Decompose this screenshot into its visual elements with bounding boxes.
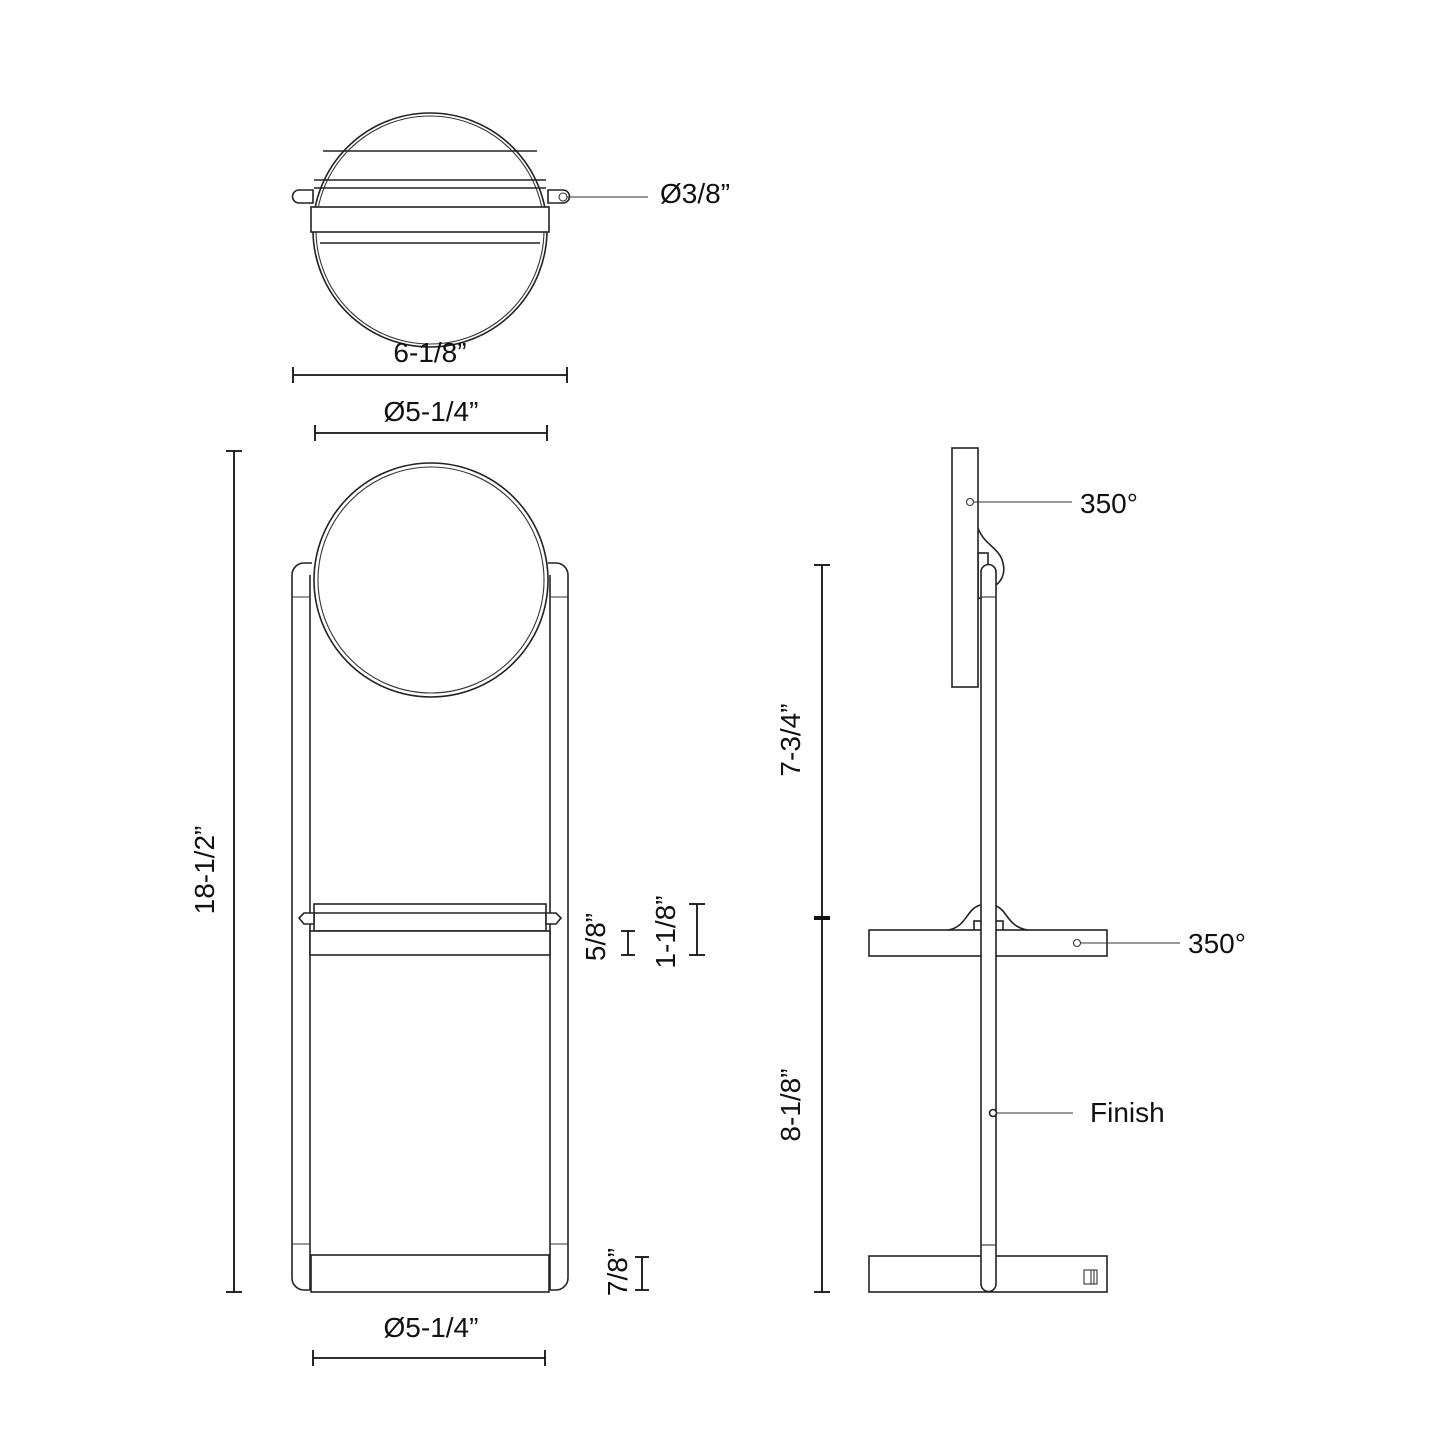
top-tray — [310, 206, 550, 233]
knob-diameter-label: Ø3/8” — [660, 178, 730, 209]
side-mirror — [951, 447, 979, 688]
tray-rotation-label: 350° — [1188, 928, 1246, 959]
front-tray — [313, 903, 547, 932]
base-height-label: 7/8” — [602, 1248, 633, 1296]
right-upright — [548, 562, 569, 1291]
side-height-dimension — [814, 564, 830, 1293]
front-mirror — [313, 462, 549, 698]
finish-pointer — [988, 1108, 998, 1118]
side-pole — [980, 563, 997, 1293]
finish-label: Finish — [1090, 1097, 1165, 1128]
tray-height-dimension — [689, 903, 705, 956]
front-base — [310, 1254, 550, 1293]
base-diameter-label: Ø5-1/4” — [384, 1312, 479, 1343]
overall-height-dimension — [226, 450, 242, 1293]
left-tray-knob — [297, 912, 315, 925]
lower-height-label: 8-1/8” — [775, 1068, 806, 1141]
mirror-pivot — [965, 497, 975, 507]
mirror-diameter-dimension — [314, 425, 548, 441]
overall-width-label: 6-1/8” — [393, 337, 466, 368]
front-tray-base — [309, 930, 551, 956]
mirror-diameter-label: Ø5-1/4” — [384, 396, 479, 427]
base-diameter-dimension — [312, 1350, 546, 1366]
base-height-dimension — [635, 1256, 649, 1291]
right-tray-knob — [545, 912, 563, 925]
top-view: Ø3/8” 6-1/8” Ø5-1/4” — [291, 112, 730, 441]
tray-depth-label: 5/8” — [580, 913, 611, 961]
upper-height-label: 7-3/4” — [775, 703, 806, 776]
mirror-rotation-label: 350° — [1080, 488, 1138, 519]
tray-depth-dimension — [621, 930, 635, 956]
mirror-bracket — [977, 527, 1005, 586]
front-view: 18-1/2” 5/8” 1-1/8” 7/8” Ø5-1/4” — [189, 450, 705, 1366]
left-upright — [291, 562, 312, 1291]
overall-height-label: 18-1/2” — [189, 826, 220, 915]
switch-icon — [1083, 1269, 1098, 1285]
tray-height-label: 1-1/8” — [650, 895, 681, 968]
overall-width-dimension — [292, 367, 568, 383]
tray-pivot — [1072, 938, 1082, 948]
side-view: 350° 350° Finish 7-3/4” 8-1/8” — [775, 447, 1246, 1293]
left-knob — [291, 189, 314, 204]
